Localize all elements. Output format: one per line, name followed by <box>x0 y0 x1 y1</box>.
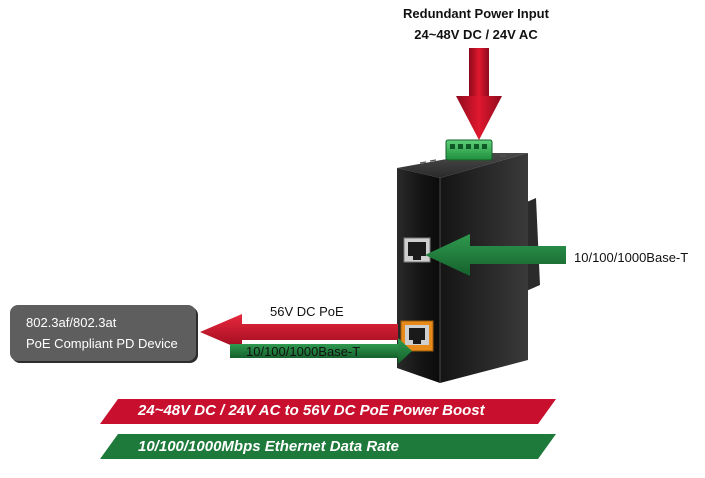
power-input-arrow <box>456 48 502 140</box>
data-output-label: 10/100/1000Base-T <box>246 344 361 359</box>
power-terminal-block <box>445 139 493 161</box>
device-body <box>397 139 540 383</box>
device-side <box>440 153 528 383</box>
vent-slots <box>419 155 506 164</box>
power-boost-banner <box>100 399 556 424</box>
power-input-title: Redundant Power Input <box>403 6 549 21</box>
uplink-rj45-port <box>403 237 431 263</box>
uplink-data-arrow <box>425 234 566 276</box>
power-input-spec: 24~48V DC / 24V AC <box>414 27 538 42</box>
pd-device-standard: 802.3af/802.3at <box>26 315 117 330</box>
uplink-port-label: 10/100/1000Base-T <box>574 250 689 265</box>
power-boost-banner-text: 24~48V DC / 24V AC to 56V DC PoE Power B… <box>138 402 485 419</box>
poe-output-arrow <box>200 314 398 350</box>
device-top <box>397 153 528 178</box>
poe-output-label: 56V DC PoE <box>270 304 344 319</box>
data-rate-banner <box>100 434 556 459</box>
pd-device-description: PoE Compliant PD Device <box>26 336 178 351</box>
pd-device-box: 802.3af/802.3at PoE Compliant PD Device <box>10 305 196 361</box>
data-rate-banner-text: 10/100/1000Mbps Ethernet Data Rate <box>138 438 399 455</box>
data-output-arrow <box>230 338 412 364</box>
